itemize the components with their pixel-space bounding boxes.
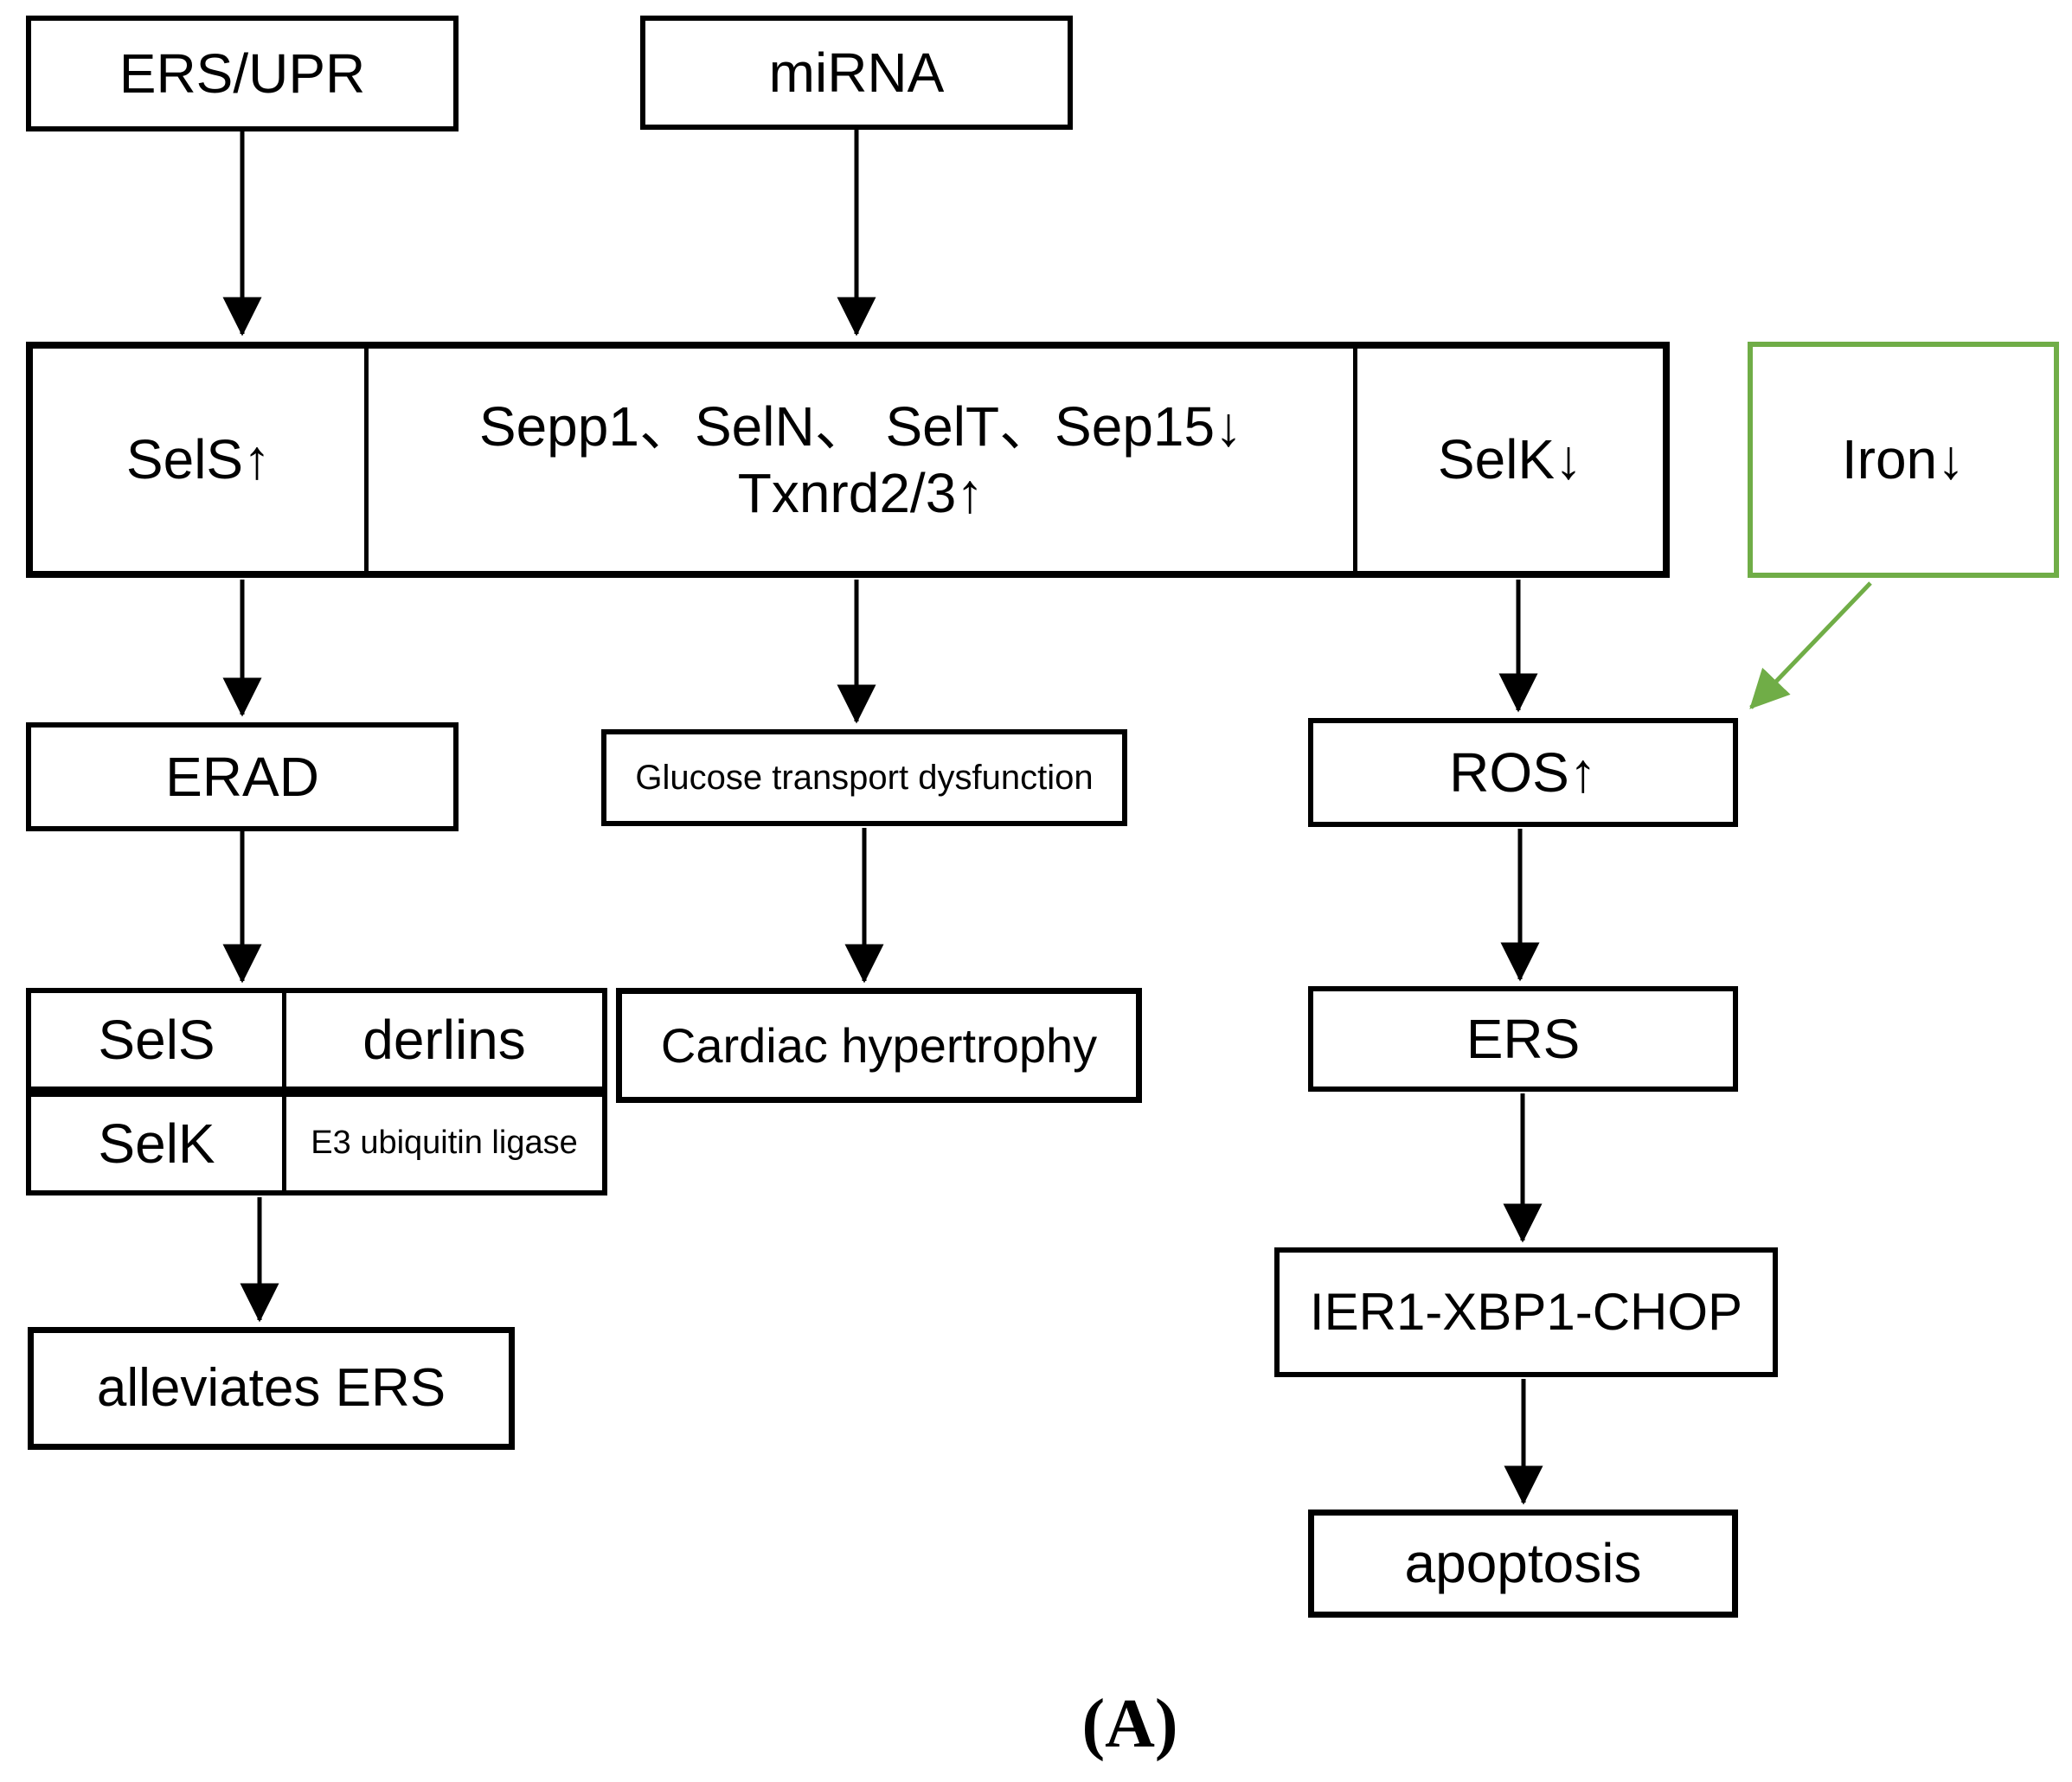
node-iron-down-label: Iron↓ bbox=[1841, 428, 1966, 491]
node-selenoproteins-line1: Sepp1、SelN、 SelT、Sep15↓ bbox=[478, 394, 1243, 458]
node-ros-up-label: ROS↑ bbox=[1449, 740, 1597, 804]
node-glucose-transport-dysfunction: Glucose transport dysfunction bbox=[601, 729, 1127, 826]
table-erad-complex: SelS derlins SelK E3 ubiquitin ligase bbox=[26, 988, 607, 1195]
cell-sels-label: SelS bbox=[98, 1008, 215, 1071]
node-ers-upr-label: ERS/UPR bbox=[119, 42, 366, 105]
cell-derlins-label: derlins bbox=[362, 1008, 526, 1071]
node-glucose-label: Glucose transport dysfunction bbox=[635, 759, 1094, 797]
node-mirna: miRNA bbox=[640, 16, 1073, 130]
node-alleviates-label: alleviates ERS bbox=[96, 1357, 446, 1418]
node-alleviates-ers: alleviates ERS bbox=[28, 1327, 515, 1450]
node-ers-upr: ERS/UPR bbox=[26, 16, 459, 131]
cell-derlins: derlins bbox=[286, 993, 602, 1087]
table-row: SelS derlins bbox=[31, 993, 602, 1087]
figure-label: (A) bbox=[1081, 1685, 1177, 1764]
cell-e3-ubiquitin-ligase: E3 ubiquitin ligase bbox=[286, 1097, 602, 1190]
node-cardiac-hypertrophy: Cardiac hypertrophy bbox=[616, 988, 1142, 1103]
figure-label-text: (A) bbox=[1081, 1686, 1178, 1762]
node-selenoproteins: Sepp1、SelN、 SelT、Sep15↓ Txnrd2/3↑ bbox=[369, 349, 1353, 571]
cell-e3-label: E3 ubiquitin ligase bbox=[311, 1125, 578, 1162]
node-selk-down-label: SelK↓ bbox=[1437, 428, 1583, 491]
node-apoptosis-label: apoptosis bbox=[1404, 1532, 1642, 1595]
node-selenoprotein-row: SelS↑ Sepp1、SelN、 SelT、Sep15↓ Txnrd2/3↑ … bbox=[26, 342, 1670, 578]
table-row: SelK E3 ubiquitin ligase bbox=[31, 1097, 602, 1190]
node-erad-label: ERAD bbox=[165, 745, 319, 808]
node-sels-up: SelS↑ bbox=[33, 349, 369, 571]
node-selenoproteins-line2: Txnrd2/3↑ bbox=[737, 461, 985, 524]
node-ros-up: ROS↑ bbox=[1308, 718, 1738, 827]
node-mirna-label: miRNA bbox=[768, 41, 945, 104]
node-ers: ERS bbox=[1308, 986, 1738, 1092]
node-cardiac-label: Cardiac hypertrophy bbox=[660, 1017, 1098, 1073]
node-ers-label: ERS bbox=[1466, 1007, 1581, 1070]
node-iron-down: Iron↓ bbox=[1748, 342, 2059, 578]
node-apoptosis: apoptosis bbox=[1308, 1510, 1738, 1618]
cell-selk-label: SelK bbox=[98, 1112, 215, 1175]
node-erad: ERAD bbox=[26, 722, 459, 831]
cell-sels: SelS bbox=[31, 993, 286, 1087]
arrow-iron-to-ros bbox=[1749, 581, 1872, 709]
node-ier1-xbp1-chop: IER1-XBP1-CHOP bbox=[1274, 1247, 1778, 1377]
node-ier1-label: IER1-XBP1-CHOP bbox=[1309, 1283, 1743, 1341]
cell-selk: SelK bbox=[31, 1097, 286, 1190]
table-row-divider bbox=[31, 1087, 602, 1097]
node-selk-down: SelK↓ bbox=[1353, 349, 1663, 571]
node-sels-up-label: SelS↑ bbox=[125, 428, 272, 491]
